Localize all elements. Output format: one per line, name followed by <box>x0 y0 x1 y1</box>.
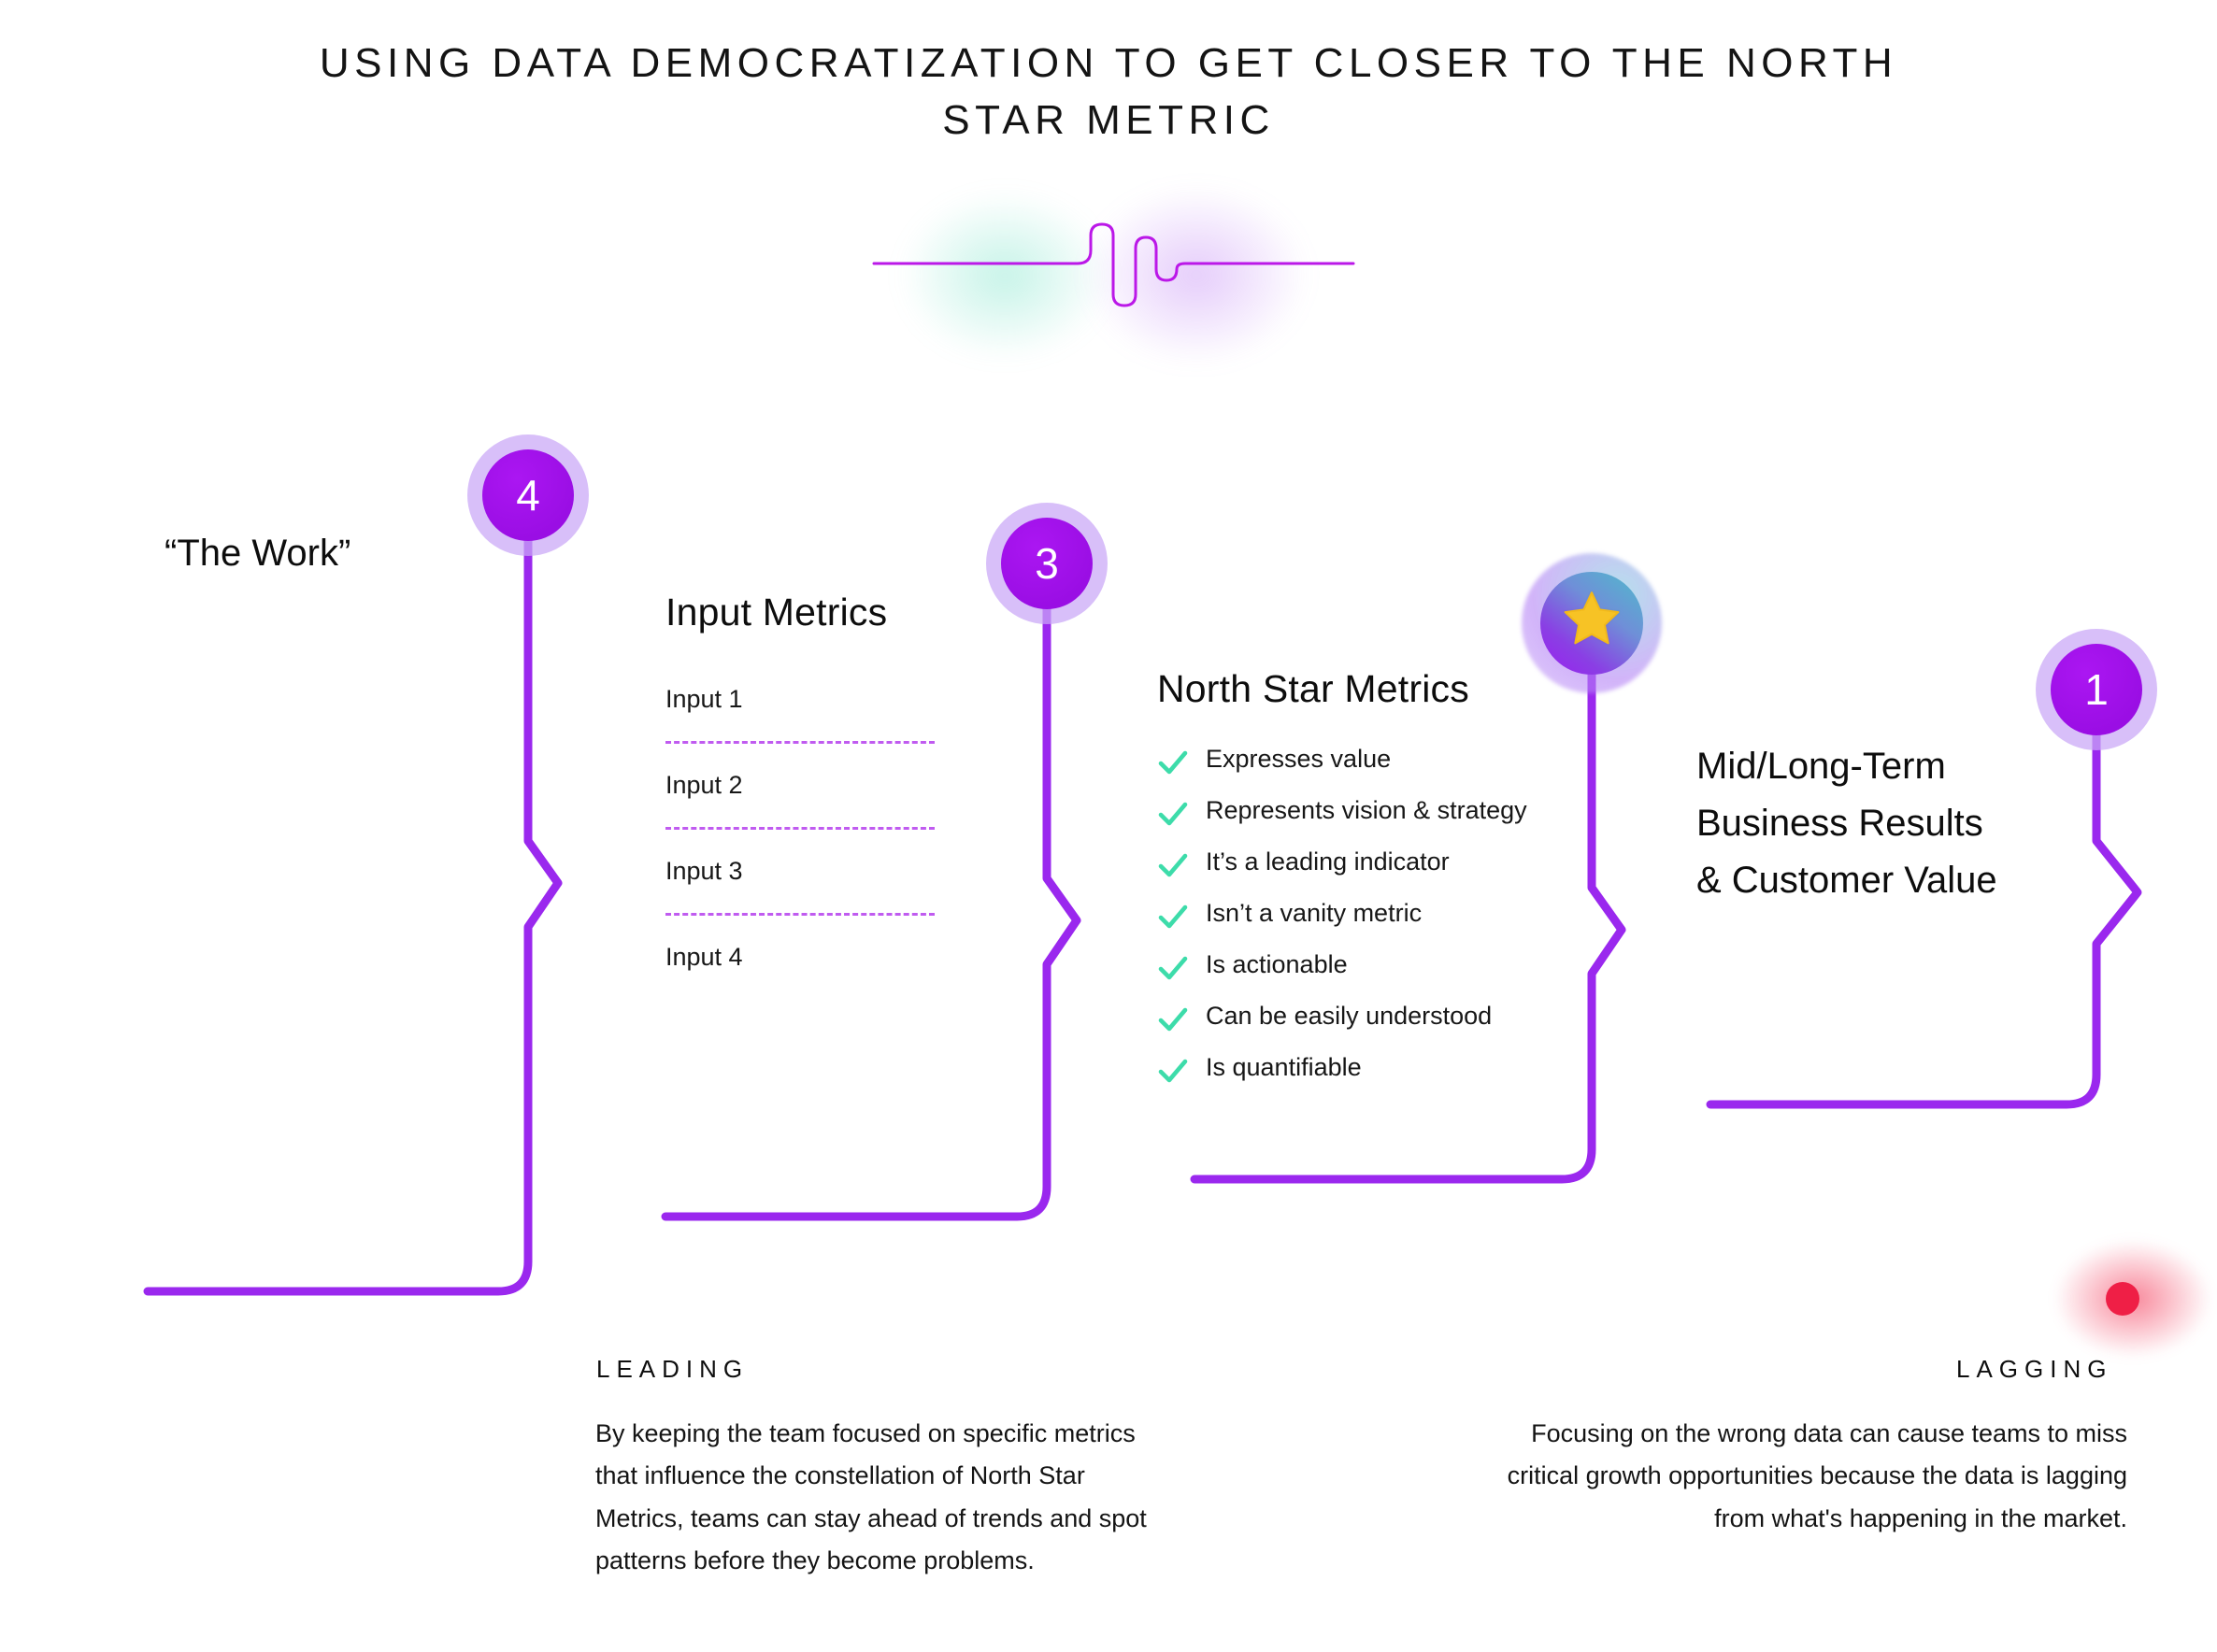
checklist-label: Is actionable <box>1206 950 1348 979</box>
leading-description: By keeping the team focused on specific … <box>595 1419 1147 1575</box>
business-line: Mid/Long-Term <box>1696 746 1946 787</box>
the-work-label: “The Work” <box>164 533 351 574</box>
step-node-star[interactable] <box>1522 553 1662 693</box>
check-icon <box>1157 747 1189 778</box>
step-node-3[interactable]: 3 <box>986 503 1108 624</box>
node-disc <box>1540 572 1643 675</box>
page-title: USING DATA DEMOCRATIZATION TO GET CLOSER… <box>319 40 1898 143</box>
lagging-label: LAGGING <box>1956 1355 2113 1383</box>
pulse-line-icon <box>872 222 1355 307</box>
checklist-item: Represents vision & strategy <box>1157 796 1559 830</box>
lagging-description: Focusing on the wrong data can cause tea… <box>1507 1419 2127 1532</box>
check-icon <box>1157 952 1189 984</box>
check-icon <box>1157 1055 1189 1087</box>
divider-dashed <box>665 827 935 831</box>
business-results-block: Mid/Long-Term Business Results & Custome… <box>1696 738 2182 908</box>
input-metrics-block: Input Metrics Input 1 Input 2 Input 3 In… <box>665 589 946 972</box>
node-number: 4 <box>482 449 574 541</box>
step-node-4[interactable]: 4 <box>467 434 589 556</box>
checklist-item: It’s a leading indicator <box>1157 847 1559 881</box>
business-line: & Customer Value <box>1696 859 1997 901</box>
north-star-heading: North Star Metrics <box>1157 667 1469 710</box>
purple-glow <box>1042 151 1351 399</box>
checklist-label: Expresses value <box>1206 745 1392 774</box>
input-metric-item: Input 4 <box>665 943 743 972</box>
divider-dashed <box>665 741 935 745</box>
checklist-label: It’s a leading indicator <box>1206 847 1450 876</box>
input-metric-item: Input 3 <box>665 857 743 886</box>
checklist-item: Can be easily understood <box>1157 1002 1559 1035</box>
business-line: Business Results <box>1696 802 1983 844</box>
node-number: 1 <box>2051 644 2142 735</box>
check-icon <box>1157 849 1189 881</box>
divider-dashed <box>665 913 935 917</box>
input-metric-item: Input 1 <box>665 685 743 714</box>
check-icon <box>1157 798 1189 830</box>
checklist-label: Represents vision & strategy <box>1206 796 1527 825</box>
checklist-label: Isn’t a vanity metric <box>1206 899 1423 928</box>
node-number: 3 <box>1001 518 1093 609</box>
checklist-item: Expresses value <box>1157 745 1559 778</box>
checklist-label: Can be easily understood <box>1206 1002 1493 1031</box>
checklist-item: Is actionable <box>1157 950 1559 984</box>
checklist-item: Is quantifiable <box>1157 1053 1559 1087</box>
checklist-item: Isn’t a vanity metric <box>1157 899 1559 933</box>
input-metrics-heading: Input Metrics <box>665 591 888 634</box>
checklist-label: Is quantifiable <box>1206 1053 1362 1082</box>
input-metric-item: Input 2 <box>665 771 743 800</box>
star-icon <box>1561 588 1623 660</box>
north-star-metrics-block: North Star Metrics Expresses value Repre… <box>1157 665 1559 1104</box>
leading-label: LEADING <box>596 1355 750 1383</box>
step-node-1[interactable]: 1 <box>2036 629 2157 750</box>
lagging-endpoint-dot <box>2106 1282 2139 1316</box>
teal-glow <box>860 159 1150 392</box>
divider-ornament <box>841 151 1402 399</box>
check-icon <box>1157 1004 1189 1035</box>
check-icon <box>1157 901 1189 933</box>
